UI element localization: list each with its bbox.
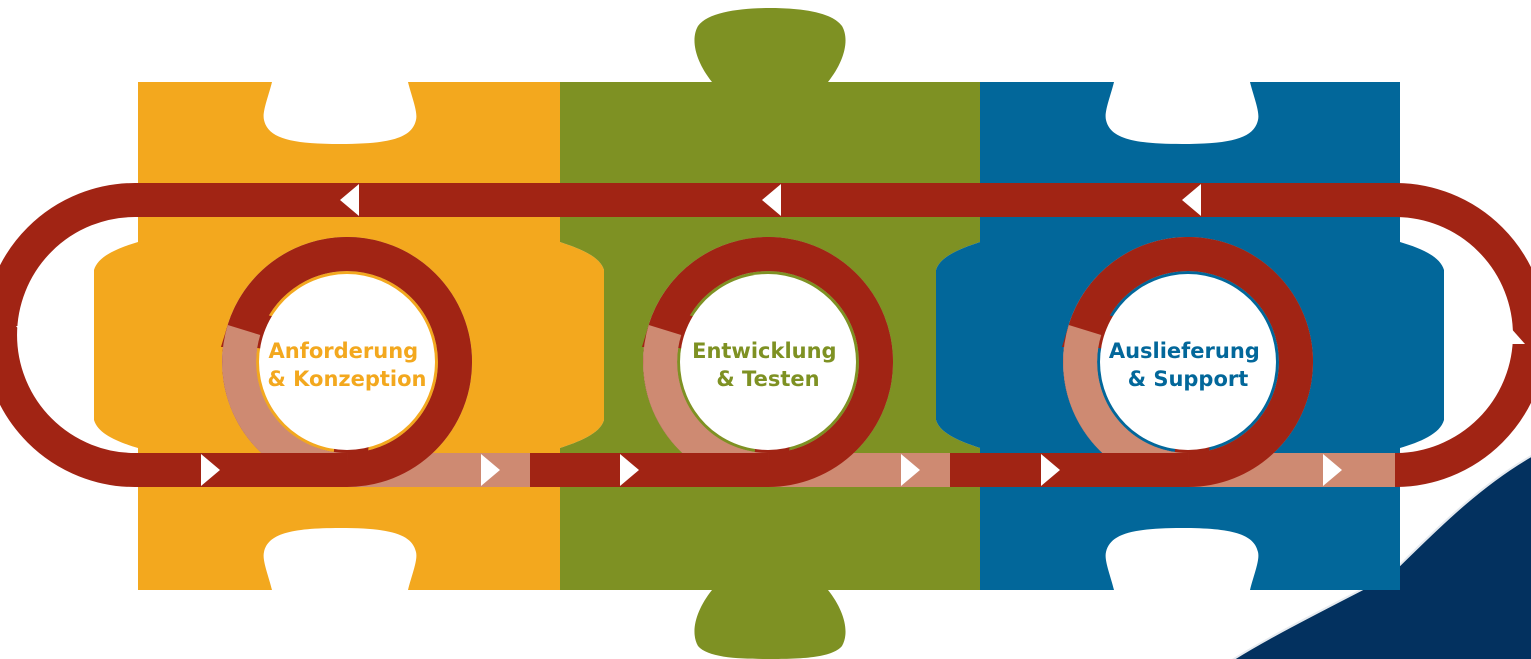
corner-decoration <box>1232 455 1531 659</box>
triangle-right-icon <box>1323 454 1342 486</box>
triangle-up-icon <box>1493 326 1525 344</box>
triangle-right-icon <box>1041 454 1060 486</box>
stage-label-development: Entwicklung & Testen <box>692 339 844 391</box>
triangle-left-icon <box>1182 184 1201 216</box>
triangle-left-icon <box>762 184 781 216</box>
triangle-left-icon <box>340 184 359 216</box>
triangle-down-icon <box>16 326 46 344</box>
stage-ring-progress <box>346 237 472 487</box>
stage-label-requirements: Anforderung & Konzeption <box>267 339 426 391</box>
triangle-right-icon <box>620 454 639 486</box>
stage-circle <box>1100 274 1276 450</box>
stage-circle <box>259 274 435 450</box>
triangle-right-icon <box>201 454 220 486</box>
stage-label-delivery: Auslieferung & Support <box>1109 339 1267 391</box>
triangle-right-icon <box>901 454 920 486</box>
triangle-right-icon <box>481 454 500 486</box>
stage-circle <box>680 274 856 450</box>
